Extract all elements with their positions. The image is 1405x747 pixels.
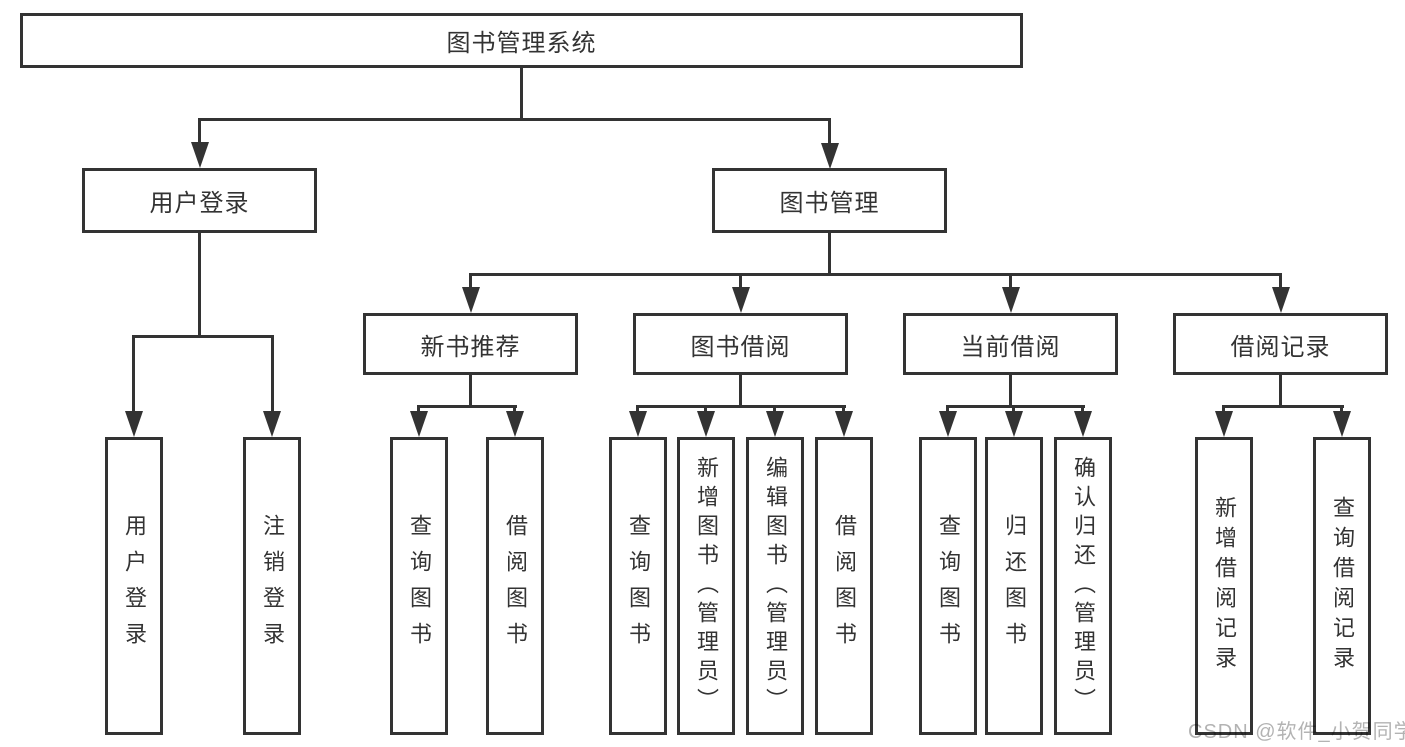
node-current-borrowing: 当前借阅	[903, 313, 1118, 375]
connector-line	[417, 405, 517, 408]
leaf-borrow-books: 借阅图书	[815, 437, 873, 735]
connector-line	[198, 120, 201, 144]
leaf-confirm-return-admin: 确认归还（管理员）	[1054, 437, 1112, 735]
connector-line	[704, 405, 707, 413]
connector-line	[946, 405, 1085, 408]
arrow-down-icon	[462, 287, 480, 313]
node-book-management: 图书管理	[712, 168, 947, 233]
connector-line	[773, 405, 776, 413]
connector-line	[739, 375, 742, 406]
node-label: 新增图书（管理员）	[694, 455, 719, 717]
arrow-down-icon	[835, 411, 853, 437]
connector-line	[513, 405, 516, 413]
node-label: 用户登录	[122, 514, 147, 658]
node-borrowing-records: 借阅记录	[1173, 313, 1388, 375]
arrow-down-icon	[1005, 411, 1023, 437]
node-label: 查询图书	[936, 514, 961, 658]
connector-line	[1340, 405, 1343, 413]
connector-line	[636, 405, 846, 408]
leaf-return-books: 归还图书	[985, 437, 1043, 735]
node-new-book-recommendation: 新书推荐	[363, 313, 578, 375]
arrow-down-icon	[1215, 411, 1233, 437]
connector-line	[271, 335, 274, 413]
node-library-management-system: 图书管理系统	[20, 13, 1023, 68]
node-label: 查询图书	[407, 514, 432, 658]
connector-line	[1009, 375, 1012, 406]
node-label: 当前借阅	[960, 333, 1061, 361]
connector-line	[417, 405, 420, 413]
leaf-edit-book-admin: 编辑图书（管理员）	[746, 437, 804, 735]
arrow-down-icon	[263, 411, 281, 437]
node-label: 用户登录	[149, 190, 250, 217]
leaf-query-borrow-record: 查询借阅记录	[1313, 437, 1371, 735]
connector-line	[198, 118, 831, 121]
connector-line	[520, 68, 523, 120]
arrow-down-icon	[125, 411, 143, 437]
arrow-down-icon	[697, 411, 715, 437]
node-label: 归还图书	[1002, 514, 1027, 658]
arrow-down-icon	[629, 411, 647, 437]
watermark: CSDN @软件_小贺同学	[1188, 721, 1405, 743]
node-user-login: 用户登录	[82, 168, 317, 233]
node-label: 新增借阅记录	[1212, 496, 1237, 676]
leaf-user-login: 用户登录	[105, 437, 163, 735]
connector-line	[1279, 375, 1282, 406]
connector-line	[469, 273, 1282, 276]
arrow-down-icon	[1272, 287, 1290, 313]
connector-line	[1081, 405, 1084, 413]
node-label: 注销登录	[260, 514, 285, 658]
node-label: 借阅图书	[503, 514, 528, 658]
leaf-logout: 注销登录	[243, 437, 301, 735]
arrow-down-icon	[191, 142, 209, 168]
arrow-down-icon	[410, 411, 428, 437]
leaf-query-books-borrowing: 查询图书	[609, 437, 667, 735]
leaf-add-book-admin: 新增图书（管理员）	[677, 437, 735, 735]
leaf-borrow-books-recommend: 借阅图书	[486, 437, 544, 735]
connector-line	[739, 273, 742, 289]
arrow-down-icon	[939, 411, 957, 437]
arrow-down-icon	[821, 143, 839, 169]
node-label: 查询图书	[626, 514, 651, 658]
connector-line	[828, 120, 831, 145]
node-label: 图书管理系统	[446, 30, 597, 57]
node-label: 图书借阅	[690, 333, 791, 361]
connector-line	[469, 273, 472, 289]
connector-line	[636, 405, 639, 413]
leaf-query-books-current: 查询图书	[919, 437, 977, 735]
node-label: 确认归还（管理员）	[1071, 455, 1096, 717]
connector-line	[132, 335, 274, 338]
node-label: 借阅图书	[832, 514, 857, 658]
connector-line	[1012, 405, 1015, 413]
arrow-down-icon	[1333, 411, 1351, 437]
connector-line	[1279, 273, 1282, 289]
node-label: 图书管理	[779, 190, 880, 217]
arrow-down-icon	[732, 287, 750, 313]
connector-line	[946, 405, 949, 413]
arrow-down-icon	[506, 411, 524, 437]
connector-line	[132, 335, 135, 413]
arrow-down-icon	[1074, 411, 1092, 437]
node-label: 新书推荐	[420, 333, 521, 361]
connector-line	[1222, 405, 1225, 413]
node-label: 查询借阅记录	[1330, 496, 1355, 676]
connector-line	[842, 405, 845, 413]
connector-line	[198, 233, 201, 335]
node-book-borrowing: 图书借阅	[633, 313, 848, 375]
node-label: 借阅记录	[1230, 333, 1331, 361]
connector-line	[1009, 273, 1012, 289]
connector-line	[469, 375, 472, 406]
connector-line	[1222, 405, 1344, 408]
arrow-down-icon	[1002, 287, 1020, 313]
connector-line	[828, 233, 831, 273]
leaf-query-books-recommend: 查询图书	[390, 437, 448, 735]
arrow-down-icon	[766, 411, 784, 437]
leaf-add-borrow-record: 新增借阅记录	[1195, 437, 1253, 735]
node-label: 编辑图书（管理员）	[763, 455, 788, 717]
